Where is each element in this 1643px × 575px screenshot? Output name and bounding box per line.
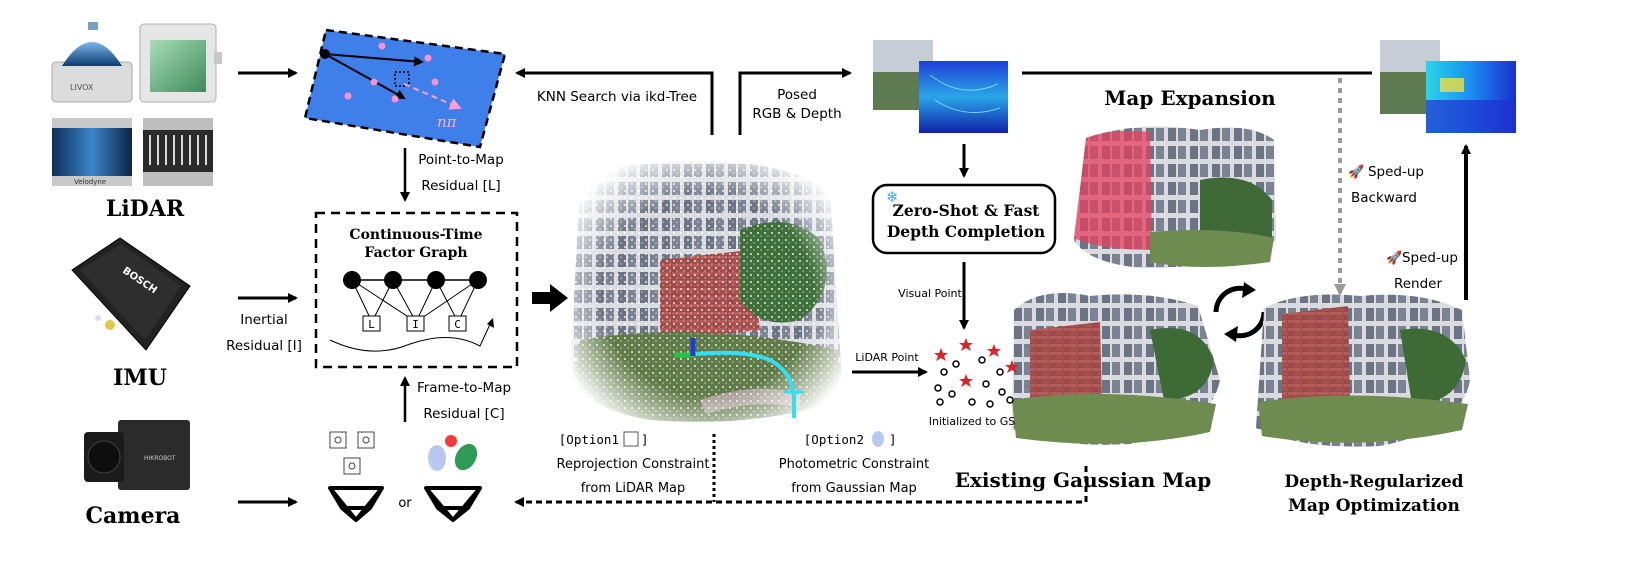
option1-label-line1: [Option1 <box>559 432 619 447</box>
hikrobot-camera-image: HIKROBOT <box>84 420 190 490</box>
option1-label-line3: from LiDAR Map <box>581 481 686 496</box>
option2-label-line1-end: ] <box>889 432 897 447</box>
gaussian-blob-icon <box>872 431 884 447</box>
or-label: or <box>398 496 412 511</box>
factor-node <box>384 271 402 289</box>
depth-completion-line2: Depth Completion <box>887 222 1045 241</box>
camera-label: Camera <box>86 503 181 529</box>
livox-mid-sensor-image: LIVOX <box>51 22 133 103</box>
option2-label-line1: [Option2 <box>804 432 864 447</box>
factor-label-inertial: I <box>412 318 419 331</box>
visual-point-label: Visual Point <box>898 287 962 300</box>
depth-regularized-label-line1: Depth-Regularized <box>1284 472 1463 492</box>
sped-up-render-line1: Sped-up <box>1402 250 1458 266</box>
lidar-point-cloud-scene <box>560 155 855 435</box>
existing-gaussian-map-label: Existing Gaussian Map <box>955 468 1212 492</box>
fusion-arrow <box>532 284 568 312</box>
gaussian-blobs-icon <box>428 435 478 471</box>
sped-up-backward-line2: Backward <box>1351 190 1417 206</box>
livox-avia-sensor-image <box>139 23 222 103</box>
factor-graph-title-line2: Factor Graph <box>364 245 467 261</box>
option2-label-line3: from Gaussian Map <box>791 481 917 496</box>
feedback-dashed-arrow <box>514 466 1088 507</box>
depth-regularized-label-line2: Map Optimization <box>1288 496 1460 516</box>
lidar-point-label: LiDAR Point <box>855 351 919 364</box>
factor-node <box>469 271 487 289</box>
rocket-icon: 🚀 <box>1386 250 1402 266</box>
initialized-gs-label: Initialized to GS <box>929 415 1016 428</box>
frame-to-map-label-line2: Residual [C] <box>423 406 504 422</box>
depth-completion-line1: Zero-Shot & Fast <box>893 201 1041 220</box>
factor-label-camera: C <box>454 318 461 331</box>
map-expansion-label: Map Expansion <box>1104 86 1276 110</box>
posed-rgb-depth-arrow <box>738 68 852 135</box>
posed-label-line1: Posed <box>777 87 817 103</box>
map-expansion-image <box>1074 126 1276 269</box>
point-to-plane-illustration: nπ <box>303 28 507 149</box>
frame-to-map-label-line1: Frame-to-Map <box>417 380 511 396</box>
inertial-label-line1: Inertial <box>240 312 287 328</box>
factor-node <box>427 271 445 289</box>
factor-label-lidar: L <box>368 318 375 331</box>
option1-label-line1-end: ] <box>641 432 649 447</box>
depth-completion-box <box>871 183 1057 255</box>
sped-up-backward-line1: Sped-up <box>1368 164 1424 180</box>
option2-label-line2: Photometric Constraint <box>779 457 929 472</box>
rgb-depth-frames-top <box>873 40 1008 133</box>
velodyne-sensor-image: Velodyne <box>52 118 132 186</box>
factor-node <box>343 271 361 289</box>
knn-search-label: KNN Search via ikd-Tree <box>537 89 697 105</box>
hikrobot-brand-text: HIKROBOT <box>144 455 176 462</box>
ouster-sensor-image <box>143 118 213 186</box>
snowflake-icon: ❄ <box>886 188 899 206</box>
rgb-depth-frames-right <box>1380 40 1516 133</box>
camera-frustum-icon-left <box>328 486 384 522</box>
factor-graph-title-line1: Continuous-Time <box>349 227 482 243</box>
camera-frustum-icon-right <box>424 486 482 522</box>
factor-graph-box: L I C <box>314 211 519 369</box>
velodyne-brand-text: Velodyne <box>74 178 106 186</box>
gaussian-init-points <box>934 338 1019 408</box>
point-to-map-label-line2: Residual [L] <box>421 178 500 194</box>
inertial-label-line2: Residual [I] <box>226 338 302 354</box>
lidar-label: LiDAR <box>106 196 185 222</box>
depth-regularized-map-image <box>1256 294 1470 447</box>
imu-label: IMU <box>113 365 167 391</box>
livox-brand-text: LIVOX <box>70 83 94 92</box>
rocket-icon: 🚀 <box>1348 164 1364 180</box>
voxel-cubes-icon <box>329 431 375 475</box>
voxel-cube-icon <box>623 431 639 447</box>
existing-gaussian-map-image <box>1012 293 1220 445</box>
plane-normal-symbol: nπ <box>437 113 458 131</box>
bosch-imu-image: BOSCH <box>71 237 191 351</box>
posed-label-line2: RGB & Depth <box>752 106 841 122</box>
cycle-icon <box>1213 282 1267 342</box>
option1-label-line2: Reprojection Constraint <box>557 457 710 472</box>
sped-up-render-line2: Render <box>1394 276 1443 292</box>
knn-search-arrow <box>515 68 714 135</box>
point-to-map-label-line1: Point-to-Map <box>418 152 504 168</box>
